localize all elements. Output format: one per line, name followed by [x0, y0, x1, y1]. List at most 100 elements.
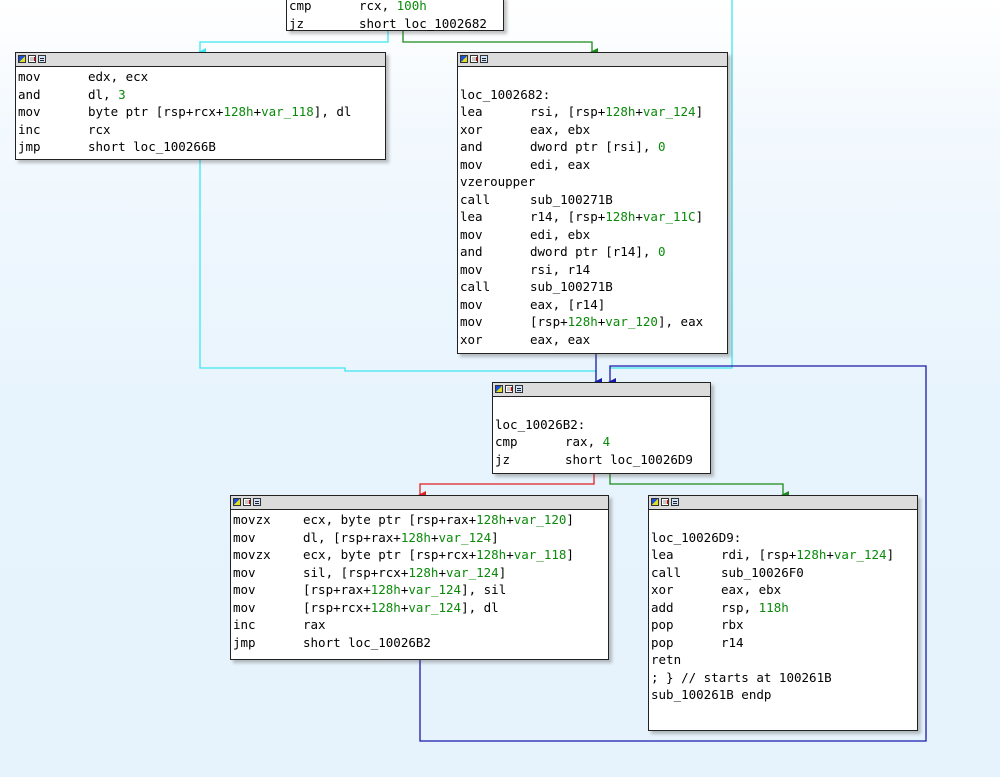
asm-mnemonic[interactable]: mov	[460, 296, 483, 312]
text-node-icon[interactable]	[515, 385, 523, 393]
asm-line[interactable]: sub_100261B endp	[651, 686, 917, 704]
asm-operands[interactable]: short loc_1002682	[359, 15, 487, 33]
asm-mnemonic[interactable]: mov	[233, 599, 256, 615]
graph-node-icon[interactable]	[505, 385, 513, 393]
asm-line[interactable]: lea r14, [rsp+128h+var_11C]	[460, 208, 727, 226]
asm-operands[interactable]: ecx, byte ptr [rsp+rcx+128h+var_118]	[303, 546, 574, 564]
asm-operands[interactable]: [rsp+128h+var_120], eax	[530, 313, 703, 331]
asm-stack-var[interactable]: var_124	[642, 104, 696, 119]
text-node-icon[interactable]	[480, 55, 488, 63]
asm-line[interactable]: mov rsi, r14	[460, 261, 727, 279]
graph-node-icon[interactable]	[470, 55, 478, 63]
asm-operands[interactable]: sil, [rsp+rcx+128h+var_124]	[303, 564, 506, 582]
asm-operands[interactable]: rax	[303, 616, 326, 634]
color-node-icon[interactable]	[460, 55, 468, 63]
asm-operands[interactable]: dl, [rsp+rax+128h+var_124]	[303, 529, 499, 547]
asm-stack-var[interactable]: var_124	[408, 599, 462, 615]
asm-mnemonic[interactable]: and	[18, 86, 41, 102]
asm-line[interactable]: loc_10026B2:	[495, 416, 710, 434]
asm-operands[interactable]: sub_10026F0	[721, 564, 804, 582]
color-node-icon[interactable]	[495, 385, 503, 393]
asm-mnemonic[interactable]: call	[651, 564, 682, 580]
graph-node-swap-loop[interactable]: movzx ecx, byte ptr [rsp+rax+128h+var_120…	[230, 495, 609, 660]
asm-mnemonic[interactable]: cmp	[495, 434, 518, 449]
asm-stack-var[interactable]: var_120	[605, 314, 658, 329]
asm-line[interactable]: loc_1002682:	[460, 86, 727, 104]
text-node-icon[interactable]	[253, 498, 261, 506]
asm-operands[interactable]: dl, 3	[88, 86, 126, 104]
asm-operands[interactable]: sub_100271B	[530, 278, 613, 296]
asm-operands[interactable]: short loc_100266B	[88, 138, 216, 156]
asm-operands[interactable]: byte ptr [rsp+rcx+128h+var_118], dl	[88, 103, 351, 121]
asm-line[interactable]	[495, 398, 710, 416]
asm-mnemonic[interactable]: mov	[460, 156, 483, 172]
asm-mnemonic[interactable]: inc	[233, 617, 256, 632]
color-node-icon[interactable]	[18, 55, 26, 63]
asm-operands[interactable]: eax, eax	[530, 331, 590, 349]
asm-operands[interactable]: eax, ebx	[530, 121, 590, 139]
asm-stack-var[interactable]: var_120	[513, 512, 567, 527]
asm-mnemonic[interactable]: mov	[233, 564, 256, 580]
asm-operands[interactable]: ecx, byte ptr [rsp+rax+128h+var_120]	[303, 511, 574, 529]
asm-label[interactable]: loc_1002682:	[460, 86, 551, 102]
asm-operands[interactable]: r14	[721, 634, 744, 652]
asm-mnemonic[interactable]: xor	[460, 331, 483, 347]
asm-label[interactable]: vzeroupper	[460, 174, 536, 189]
asm-mnemonic[interactable]: mov	[18, 69, 41, 84]
asm-operands[interactable]: rsi, [rsp+128h+var_124]	[530, 103, 703, 121]
asm-stack-var[interactable]: var_118	[261, 104, 314, 119]
asm-mnemonic[interactable]: jz	[289, 15, 305, 31]
asm-line[interactable]: mov sil, [rsp+rcx+128h+var_124]	[233, 564, 608, 582]
asm-operands[interactable]: r14, [rsp+128h+var_11C]	[530, 208, 703, 226]
asm-operands[interactable]: short loc_10026B2	[303, 634, 431, 652]
asm-line[interactable]: lea rsi, [rsp+128h+var_124]	[460, 103, 727, 121]
asm-mnemonic[interactable]: xor	[460, 121, 483, 137]
asm-line[interactable]: xor eax, ebx	[460, 121, 727, 139]
asm-mnemonic[interactable]: lea	[651, 547, 674, 562]
asm-mnemonic[interactable]: movzx	[233, 547, 271, 562]
asm-mnemonic[interactable]: mov	[460, 261, 483, 277]
asm-operands[interactable]: rsi, r14	[530, 261, 590, 279]
asm-line[interactable]: and dl, 3	[18, 86, 385, 104]
asm-stack-var[interactable]: var_124	[446, 564, 499, 580]
asm-mnemonic[interactable]: jmp	[18, 139, 41, 154]
asm-mnemonic[interactable]: jmp	[233, 634, 256, 650]
asm-mnemonic[interactable]: mov	[460, 226, 483, 242]
asm-mnemonic[interactable]: pop	[651, 617, 674, 632]
graph-node-icon[interactable]	[243, 498, 251, 506]
asm-operands[interactable]: rcx	[88, 121, 111, 139]
asm-line[interactable]: mov [rsp+128h+var_120], eax	[460, 313, 727, 331]
asm-mnemonic[interactable]: lea	[460, 104, 483, 119]
asm-line[interactable]: xor eax, eax	[460, 331, 727, 349]
asm-label[interactable]: ; } // starts at 100261B	[651, 669, 832, 685]
asm-operands[interactable]: [rsp+rax+128h+var_124], sil	[303, 581, 506, 599]
asm-operands[interactable]: rsp, 118h	[721, 599, 789, 617]
asm-mnemonic[interactable]: mov	[460, 314, 483, 329]
color-node-icon[interactable]	[233, 498, 241, 506]
asm-mnemonic[interactable]: lea	[460, 209, 483, 224]
asm-stack-var[interactable]: var_118	[513, 547, 567, 562]
asm-line[interactable]: retn	[651, 651, 917, 669]
asm-line[interactable]: mov[rsp+rax+128h+var_124], sil	[233, 581, 608, 599]
asm-operands[interactable]: rax, 4	[565, 433, 610, 451]
asm-line[interactable]	[460, 68, 727, 86]
asm-mnemonic[interactable]: inc	[18, 121, 41, 137]
color-node-icon[interactable]	[651, 498, 659, 506]
asm-mnemonic[interactable]: and	[460, 244, 483, 259]
asm-line[interactable]	[651, 511, 917, 529]
asm-line[interactable]: mov[rsp+rcx+128h+var_124], dl	[233, 599, 608, 617]
asm-label[interactable]: loc_10026B2:	[495, 416, 586, 432]
asm-mnemonic[interactable]: mov	[233, 529, 256, 545]
asm-mnemonic[interactable]: jz	[495, 451, 511, 467]
